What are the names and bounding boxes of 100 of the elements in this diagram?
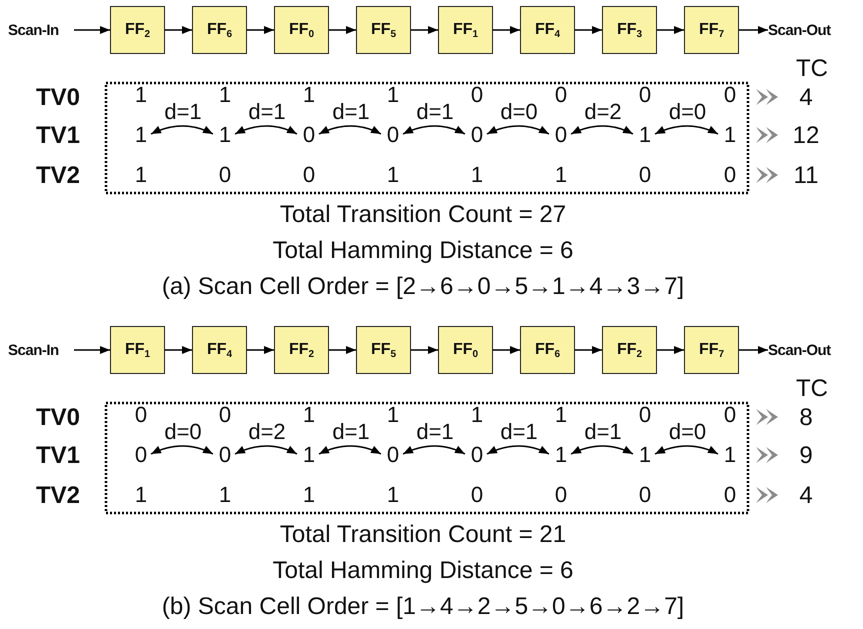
distance-label: d=1 xyxy=(164,101,202,123)
bit-value: 0 xyxy=(638,84,652,106)
bit-value: 0 xyxy=(638,404,652,426)
distance-label: d=0 xyxy=(668,421,706,443)
distance-label: d=1 xyxy=(416,101,454,123)
bit-value: 0 xyxy=(554,84,568,106)
bit-value: 0 xyxy=(218,164,232,186)
transition-count: 9 xyxy=(799,444,813,468)
bit-value: 1 xyxy=(638,124,652,146)
distance-label: d=1 xyxy=(332,101,370,123)
distance-label: d=0 xyxy=(500,101,538,123)
arrow xyxy=(329,346,356,354)
flip-flop-box: FF$_{4}$ xyxy=(520,6,575,54)
bit-value: 1 xyxy=(302,404,316,426)
arrow xyxy=(74,26,110,34)
flip-flop-box: FF$_{0}$ xyxy=(438,326,493,374)
flip-flop-box: FF$_{5}$ xyxy=(356,326,411,374)
column-header: TC xyxy=(796,57,828,81)
bit-value: 0 xyxy=(470,84,484,106)
transition-count: 11 xyxy=(794,164,818,188)
transition-count: 4 xyxy=(799,484,813,508)
flip-flop-box: FF$_{7}$ xyxy=(684,6,739,54)
row-label: TV1 xyxy=(36,444,80,468)
bit-value: 1 xyxy=(302,484,316,506)
arrow xyxy=(411,346,438,354)
flip-flop-box: FF$_{1}$ xyxy=(110,326,165,374)
arrow xyxy=(493,346,520,354)
bit-value: 0 xyxy=(638,164,652,186)
distance-label: d=1 xyxy=(500,421,538,443)
flip-flop-box: FF$_{7}$ xyxy=(684,326,739,374)
column-header: TC xyxy=(796,377,828,401)
row-label: TV2 xyxy=(36,164,80,188)
bit-value: 0 xyxy=(218,404,232,426)
bit-value: 1 xyxy=(218,484,232,506)
arrow xyxy=(74,346,110,354)
distance-label: d=1 xyxy=(332,421,370,443)
port-label: Scan-Out xyxy=(768,342,831,359)
bit-value: 1 xyxy=(218,84,232,106)
flip-flop-box: FF$_{3}$ xyxy=(602,6,657,54)
caption: (a) Scan Cell Order = [2→6→0→5→1→4→3→7] xyxy=(162,275,684,299)
arrow xyxy=(165,346,192,354)
bit-value: 1 xyxy=(470,404,484,426)
arrow xyxy=(739,26,768,34)
bit-value: 1 xyxy=(134,124,148,146)
bit-value: 0 xyxy=(386,444,400,466)
bit-value: 1 xyxy=(724,444,736,466)
bit-value: 1 xyxy=(554,404,568,426)
flip-flop-box: FF$_{5}$ xyxy=(356,6,411,54)
bit-value: 1 xyxy=(554,164,568,186)
row-label: TV0 xyxy=(36,406,80,430)
flip-flop-box: FF$_{2}$ xyxy=(110,6,165,54)
arrow xyxy=(739,346,768,354)
distance-label: d=1 xyxy=(584,421,622,443)
total-text: Total Transition Count = 27 xyxy=(280,203,566,227)
bit-value: 1 xyxy=(554,444,568,466)
bit-value: 0 xyxy=(134,444,148,466)
arrow xyxy=(657,26,684,34)
arrow xyxy=(575,26,602,34)
bit-value: 0 xyxy=(470,444,484,466)
flip-flop-box: FF$_{2}$ xyxy=(274,326,329,374)
bit-value: 1 xyxy=(302,84,316,106)
arrow xyxy=(493,26,520,34)
total-text: Total Hamming Distance = 6 xyxy=(272,239,574,263)
flip-flop-box: FF$_{6}$ xyxy=(192,6,247,54)
bit-value: 0 xyxy=(554,124,568,146)
bit-value: 1 xyxy=(134,164,148,186)
bit-value: 0 xyxy=(386,124,400,146)
caption: (b) Scan Cell Order = [1→4→2→5→0→6→2→7] xyxy=(162,595,684,619)
bit-value: 0 xyxy=(724,484,736,506)
transition-count: 8 xyxy=(799,406,813,430)
arrow xyxy=(247,346,274,354)
flip-flop-box: FF$_{1}$ xyxy=(438,6,493,54)
distance-label: d=1 xyxy=(248,101,286,123)
bit-value: 1 xyxy=(134,84,148,106)
bit-value: 1 xyxy=(386,164,400,186)
bit-value: 0 xyxy=(302,164,316,186)
bit-value: 0 xyxy=(638,484,652,506)
distance-label: d=0 xyxy=(668,101,706,123)
flip-flop-box: FF$_{6}$ xyxy=(520,326,575,374)
bit-value: 0 xyxy=(724,404,736,426)
distance-label: d=1 xyxy=(416,421,454,443)
bit-value: 0 xyxy=(470,124,484,146)
flip-flop-box: FF$_{2}$ xyxy=(602,326,657,374)
transition-count: 4 xyxy=(799,86,813,110)
bit-value: 1 xyxy=(724,124,736,146)
bit-value: 1 xyxy=(218,124,232,146)
bit-value: 1 xyxy=(134,484,148,506)
arrow xyxy=(575,346,602,354)
flip-flop-box: FF$_{0}$ xyxy=(274,6,329,54)
arrow xyxy=(165,26,192,34)
transition-count: 12 xyxy=(792,124,820,148)
row-label: TV0 xyxy=(36,86,80,110)
bit-value: 1 xyxy=(638,444,652,466)
bit-value: 0 xyxy=(724,164,736,186)
arrow xyxy=(411,26,438,34)
bit-value: 0 xyxy=(302,124,316,146)
port-label: Scan-In xyxy=(8,342,59,359)
arrow xyxy=(657,346,684,354)
row-label: TV2 xyxy=(36,484,80,508)
arrow xyxy=(247,26,274,34)
